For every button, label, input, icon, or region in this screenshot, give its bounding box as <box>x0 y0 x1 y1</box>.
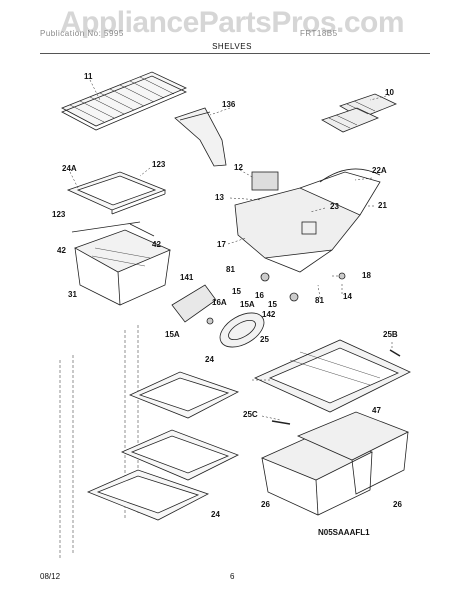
ice-trays <box>321 93 397 133</box>
light-lens <box>219 312 265 348</box>
model-number: FRT18B5 <box>300 29 338 38</box>
diagram-code: N05SAAAFL1 <box>318 528 370 537</box>
crossover-cover <box>319 168 381 183</box>
label-136: 136 <box>222 100 236 109</box>
label-22a: 22A <box>372 166 387 175</box>
label-141: 141 <box>180 273 194 282</box>
light-housing <box>171 284 217 323</box>
label-123-side: 123 <box>52 210 66 219</box>
watermark-logo: AppliancePartsPros.com <box>59 6 405 39</box>
header-rule <box>40 53 430 54</box>
glass-shelf-top <box>66 171 167 215</box>
light-shield <box>251 171 279 191</box>
section-title: SHELVES <box>212 42 252 51</box>
label-12: 12 <box>234 163 243 172</box>
page-number: 6 <box>230 572 235 581</box>
label-47: 47 <box>372 406 381 415</box>
label-14: 14 <box>343 292 352 301</box>
label-42-right: 42 <box>152 240 161 249</box>
label-18: 18 <box>362 271 371 280</box>
label-16: 16 <box>255 291 264 300</box>
label-142: 142 <box>262 310 276 319</box>
crisper-cover-shelf <box>254 339 411 413</box>
label-10: 10 <box>385 88 394 97</box>
label-31: 31 <box>68 290 77 299</box>
crisper-drawers-pair <box>260 411 409 516</box>
ice-dispenser-assembly <box>234 171 381 273</box>
label-23: 23 <box>330 202 339 211</box>
label-25c: 25C <box>243 410 258 419</box>
wire-shelf <box>61 71 187 131</box>
label-17: 17 <box>217 240 226 249</box>
label-13: 13 <box>215 193 224 202</box>
label-25: 25 <box>260 335 269 344</box>
label-15a-mid: 15A <box>240 300 255 309</box>
label-21: 21 <box>378 201 387 210</box>
glass-shelf-stack <box>86 371 240 521</box>
label-81-left: 81 <box>226 265 235 274</box>
label-26-right: 26 <box>393 500 402 509</box>
label-25b: 25B <box>383 330 398 339</box>
ice-bin-cover <box>174 107 227 167</box>
footer-date: 08/12 <box>40 572 61 581</box>
label-15-mid: 15 <box>268 300 277 309</box>
label-24-lower: 24 <box>211 510 220 519</box>
screw-25b <box>389 349 401 357</box>
screw-25c <box>271 420 291 425</box>
label-15-top: 15 <box>232 287 241 296</box>
label-26-left: 26 <box>261 500 270 509</box>
label-11: 11 <box>84 72 93 81</box>
label-15a-low: 15A <box>165 330 180 339</box>
label-24-upper: 24 <box>205 355 214 364</box>
label-24a: 24A <box>62 164 77 173</box>
publication-number: Publication No: 5995 <box>40 29 124 38</box>
label-123-top: 123 <box>152 160 166 169</box>
label-16a: 16A <box>212 298 227 307</box>
label-42-left: 42 <box>57 246 66 255</box>
ladder-rails <box>59 325 139 560</box>
crisper-drawer-left <box>74 229 172 306</box>
label-81-right: 81 <box>315 296 324 305</box>
